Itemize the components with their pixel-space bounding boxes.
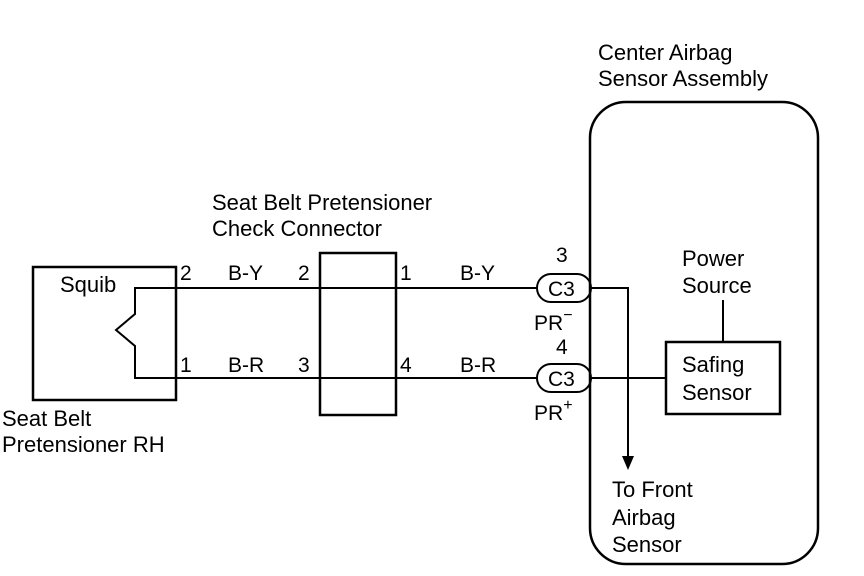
squib-label: Squib [60, 272, 116, 297]
wire-color-right-bottom: B-R [460, 354, 496, 377]
check-pin-right-bottom: 4 [400, 354, 412, 377]
check-connector-box [318, 251, 398, 417]
front-sensor-label-line1: To Front [612, 477, 693, 502]
wire-color-left-bottom: B-R [228, 354, 264, 377]
check-pin-left-top: 2 [298, 262, 310, 285]
c3-bottom-terminal: PR+ [534, 397, 573, 425]
squib-pin-top: 2 [180, 262, 192, 285]
wire-color-left-top: B-Y [228, 262, 263, 285]
safing-label-line2: Sensor [682, 380, 752, 405]
check-connector-title-line2: Check Connector [212, 216, 382, 241]
power-source-line1: Power [682, 246, 744, 271]
c3-bottom-pin: 4 [556, 336, 568, 359]
c3-top-label: C3 [548, 278, 575, 301]
check-pin-right-top: 1 [400, 262, 412, 285]
wire-color-right-top: B-Y [460, 262, 495, 285]
check-pin-left-bottom: 3 [298, 354, 310, 377]
wire-to-front-sensor [591, 287, 629, 458]
pretensioner-label-line2: Pretensioner RH [2, 432, 165, 457]
power-source-line2: Source [682, 273, 752, 298]
check-connector-title-line1: Seat Belt Pretensioner [212, 190, 432, 215]
arrow-down-icon [622, 456, 634, 470]
center-assembly-title-line1: Center Airbag [598, 40, 733, 65]
center-assembly-title-line2: Sensor Assembly [598, 66, 768, 91]
pretensioner-box [31, 265, 178, 402]
front-sensor-label-line2: Airbag [612, 505, 676, 530]
c3-top-pin: 3 [556, 244, 568, 267]
front-sensor-label-line3: Sensor [612, 532, 682, 557]
squib-pin-bottom: 1 [180, 354, 192, 377]
safing-label-line1: Safing [682, 352, 744, 377]
center-airbag-sensor-assembly-box [588, 100, 820, 566]
c3-top-terminal: PR− [534, 307, 573, 335]
c3-bottom-label: C3 [548, 368, 575, 391]
pretensioner-label-line1: Seat Belt [2, 406, 91, 431]
squib-element [114, 287, 176, 379]
